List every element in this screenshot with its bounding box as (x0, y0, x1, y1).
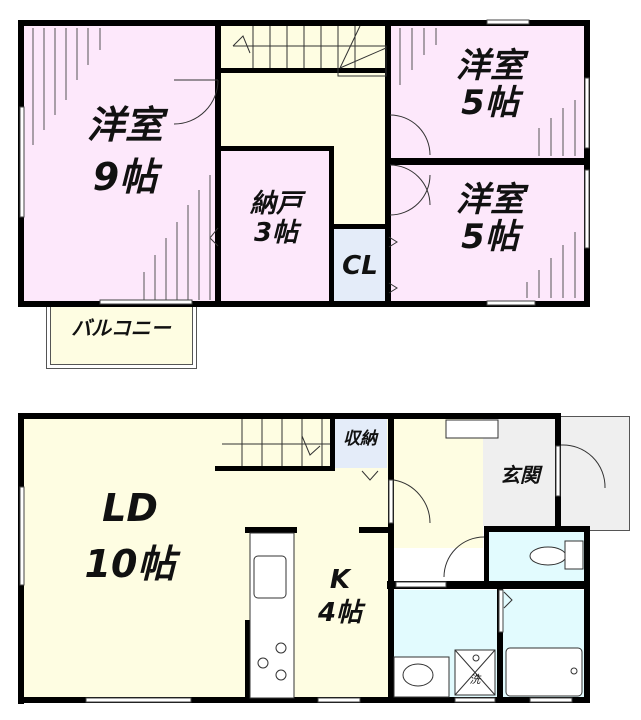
room-closet-fill (334, 228, 386, 302)
wall (215, 466, 333, 471)
wall (387, 581, 587, 589)
room-western-5a-fill (390, 25, 585, 160)
wall (18, 20, 590, 26)
wall (484, 526, 590, 532)
room-western-5b-fill (390, 165, 585, 302)
room-storeroom-fill (220, 150, 332, 302)
porch-fill (560, 416, 630, 531)
wall (388, 413, 394, 703)
wall (497, 585, 503, 700)
room-storage-fill (335, 418, 387, 468)
label-closet: CL (342, 251, 378, 281)
wall (388, 158, 588, 165)
hall-1f-fill (393, 418, 483, 548)
wall (18, 301, 590, 307)
wall (18, 413, 561, 419)
wall (245, 620, 250, 700)
wall (218, 146, 334, 151)
label-entrance: 玄関 (500, 463, 540, 487)
label-storage: 収納 (343, 429, 377, 449)
wall (331, 224, 389, 229)
balcony-fill (46, 301, 197, 369)
wall (484, 526, 489, 586)
wall (584, 526, 590, 703)
floor-2-details (19, 19, 590, 306)
wall (218, 68, 388, 73)
wall (245, 527, 297, 533)
wall (18, 697, 590, 703)
wall (330, 413, 335, 471)
wall (359, 527, 391, 533)
label-washer: 洗 (469, 673, 481, 686)
label-balcony: バルコニー (71, 316, 171, 340)
wall (215, 20, 221, 307)
